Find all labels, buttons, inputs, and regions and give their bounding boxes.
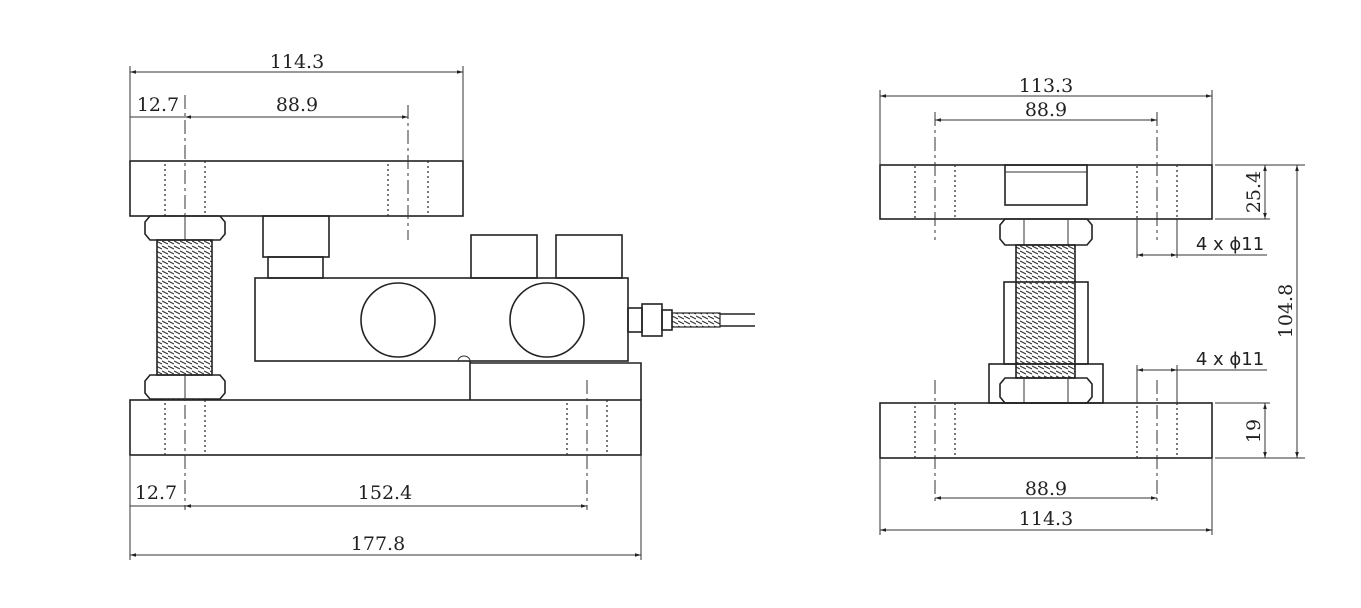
bolt-assembly [144,215,226,400]
bottom-plate [129,399,642,456]
dim-88-9-top: 88.9 [1025,99,1067,121]
bottom-hole-callout: 4 x ϕ11 [1196,349,1264,370]
dim-88-9-bottom: 88.9 [1025,478,1067,500]
dim-12-7-top: 12.7 [137,94,179,116]
cable-connector [627,303,755,337]
dim-113-3: 113.3 [1019,75,1073,97]
dim-104-8: 104.8 [1275,284,1297,338]
dim-25-4: 25.4 [1243,171,1265,213]
side-top-plate [879,164,1213,220]
dim-12-7-bottom: 12.7 [135,482,177,504]
dim-152-4: 152.4 [358,482,412,504]
top-plate [129,160,464,217]
dim-177-8: 177.8 [351,533,405,555]
front-view: 114.3 12.7 88.9 12.7 152.4 177.8 [129,51,755,560]
dim-114-3-bottom: 114.3 [1019,508,1073,530]
dim-114-3: 114.3 [270,51,324,73]
side-view: 113.3 88.9 25.4 104.8 19 4 x ϕ11 4 x ϕ11… [879,75,1305,535]
dim-88-9: 88.9 [276,94,318,116]
top-hole-callout: 4 x ϕ11 [1196,234,1264,255]
load-cell-body [254,277,629,362]
dim-19: 19 [1243,419,1265,443]
side-bottom-plate [879,402,1213,459]
